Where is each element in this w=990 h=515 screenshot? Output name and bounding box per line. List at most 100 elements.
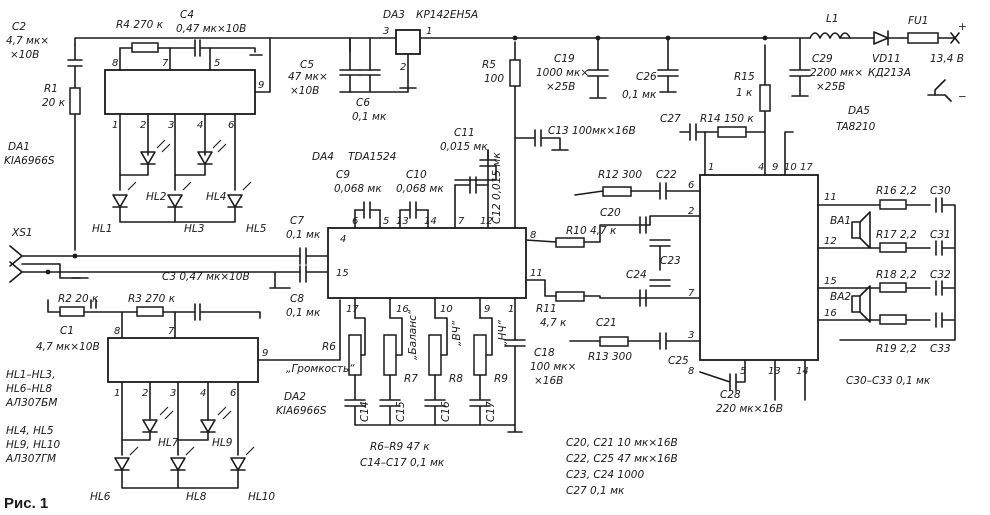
note-c14-c17: C14–C17 0,1 мк bbox=[360, 457, 445, 469]
r8-pot bbox=[428, 334, 442, 376]
hl2-label: HL2 bbox=[146, 191, 167, 203]
da5-pin6: 6 bbox=[688, 180, 694, 191]
r18-resistor bbox=[879, 282, 907, 293]
da4-pin16: 16 bbox=[396, 304, 409, 315]
r4-label: R4 270 к bbox=[116, 19, 164, 31]
note-hl-group1-3: АЛ307БМ bbox=[5, 397, 57, 409]
da4-pin10: 10 bbox=[440, 304, 453, 315]
c6-cap bbox=[339, 69, 409, 93]
junction bbox=[595, 35, 601, 41]
da1-led-hl1 bbox=[112, 194, 128, 208]
r15-value: 1 к bbox=[736, 87, 753, 99]
supply-rail bbox=[74, 37, 956, 46]
da1-pin7: 7 bbox=[162, 58, 169, 69]
da4-bottom-pins bbox=[354, 297, 516, 341]
da2-pin7: 7 bbox=[168, 326, 175, 337]
da5-pin15: 15 bbox=[824, 276, 837, 287]
hl4-label: HL4 bbox=[206, 191, 226, 203]
r9-label: R9 bbox=[494, 373, 508, 385]
c19-value: 1000 мк× bbox=[536, 67, 589, 79]
note-hl-group2-1: HL4, HL5 bbox=[6, 425, 54, 437]
c30-label: C30 bbox=[930, 185, 951, 197]
c1-cap bbox=[90, 299, 97, 309]
c12-label: C12 0,015 мк bbox=[491, 152, 503, 224]
da2-bottom-pins bbox=[121, 381, 239, 456]
da5-pin17: 17 bbox=[800, 162, 813, 173]
plus-terminal bbox=[950, 32, 960, 44]
hl10-label: HL10 bbox=[248, 491, 275, 503]
c17-label: C17 bbox=[485, 401, 497, 422]
da2-type: KIA6966S bbox=[276, 405, 327, 417]
da4-pin1: 1 bbox=[508, 304, 514, 315]
da5-pin1: 1 bbox=[708, 162, 714, 173]
c18-cap bbox=[504, 339, 526, 433]
c4-cap bbox=[169, 39, 256, 57]
da4-pin14: 14 bbox=[424, 216, 437, 227]
vd11-diode bbox=[873, 30, 903, 46]
vd11-label: VD11 bbox=[872, 53, 901, 65]
r5-value: 100 bbox=[484, 73, 504, 85]
da5-pin12: 12 bbox=[824, 236, 837, 247]
c14-label: C14 bbox=[359, 401, 371, 422]
hl9-label: HL9 bbox=[212, 437, 233, 449]
c27-cap bbox=[679, 123, 766, 141]
c3-label: C3 0,47 мк×10В bbox=[162, 271, 250, 283]
c7-cap bbox=[299, 247, 329, 265]
c23-label: C23 bbox=[660, 255, 681, 267]
da1-led-hl2 bbox=[119, 151, 156, 176]
minus-sign: − bbox=[958, 91, 967, 103]
c20-label: C20 bbox=[600, 207, 621, 219]
pot-wipers bbox=[354, 317, 493, 356]
c28-value: 220 мк×16В bbox=[716, 403, 783, 415]
r11-label: R11 bbox=[536, 303, 557, 315]
da2-led-hl9 bbox=[177, 419, 216, 441]
c6-value: 0,1 мк bbox=[352, 111, 387, 123]
note-hl-group1-1: HL1–HL3, bbox=[6, 369, 55, 381]
c29-value2: ×25В bbox=[816, 81, 845, 93]
da2-led-hl10 bbox=[230, 457, 246, 471]
da2-pin2: 2 bbox=[142, 388, 148, 399]
c33-label: C33 bbox=[930, 343, 951, 355]
hl5-label: HL5 bbox=[246, 223, 267, 235]
r9-pot bbox=[473, 334, 487, 376]
c10-label: C10 bbox=[406, 169, 427, 181]
da4-pin7: 7 bbox=[458, 216, 465, 227]
xs1-label: XS1 bbox=[11, 227, 33, 239]
minus-terminal bbox=[927, 94, 952, 102]
c5-value2: ×10В bbox=[290, 85, 319, 97]
c26-cap bbox=[657, 37, 679, 93]
note-hl-group2-3: АЛ307ГМ bbox=[5, 453, 56, 465]
r3-label: R3 270 к bbox=[128, 293, 176, 305]
da2-led-hl7 bbox=[121, 419, 158, 441]
da5-pin16: 16 bbox=[824, 308, 837, 319]
balance-label: „Баланс“ bbox=[407, 309, 419, 360]
c15-label: C15 bbox=[395, 401, 407, 422]
r13-resistor bbox=[599, 336, 629, 347]
c26-label: C26 bbox=[636, 71, 657, 83]
da2-ref: DA2 bbox=[284, 391, 306, 403]
c7-value: 0,1 мк bbox=[286, 229, 321, 241]
r11-resistor bbox=[555, 291, 585, 302]
da2-pin3: 3 bbox=[170, 388, 176, 399]
c5-value: 47 мк× bbox=[288, 71, 328, 83]
c2-label: C2 bbox=[12, 21, 26, 33]
da2-pin6: 6 bbox=[230, 388, 236, 399]
note-c23-c24: C23, C24 1000 bbox=[566, 469, 644, 481]
c1-value: 4,7 мк×10В bbox=[36, 341, 100, 353]
junction bbox=[762, 35, 768, 41]
xs1-connector bbox=[9, 245, 301, 283]
r4-resistor bbox=[131, 42, 159, 53]
r1-value: 20 к bbox=[42, 97, 66, 109]
c19-cap bbox=[587, 37, 609, 99]
c11-label: C11 bbox=[454, 127, 475, 139]
volume-label: „Громкость“ bbox=[286, 363, 355, 375]
r14-label: R14 150 к bbox=[700, 113, 754, 125]
c11-cap bbox=[454, 176, 489, 194]
da3-regulator bbox=[395, 29, 421, 55]
note-c22-c25: C22, C25 47 мк×16В bbox=[566, 453, 678, 465]
da2-pin8: 8 bbox=[114, 326, 120, 337]
da4-chip bbox=[327, 227, 527, 299]
r2-resistor bbox=[59, 306, 85, 317]
